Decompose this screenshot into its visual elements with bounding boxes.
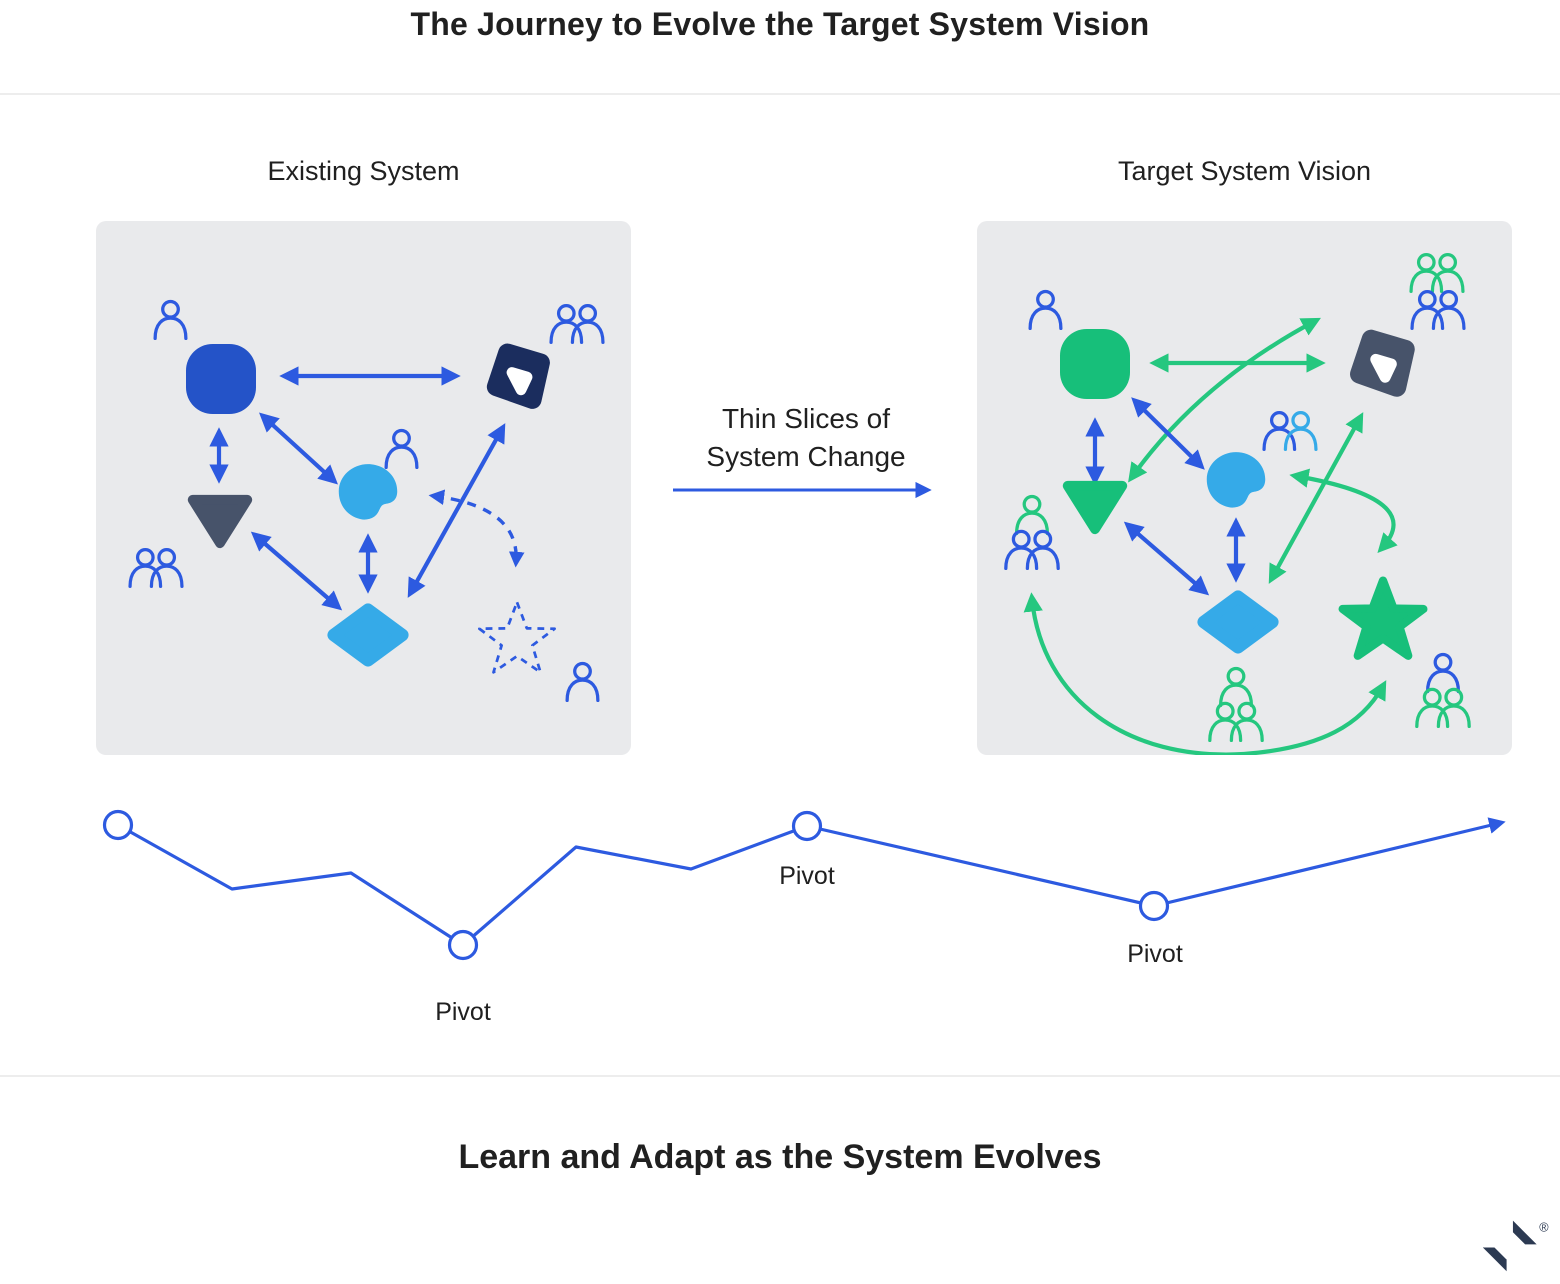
blob-shape	[338, 464, 398, 520]
two-person-icon	[1262, 410, 1318, 451]
two-person-icon	[128, 547, 184, 588]
diamond-shape	[327, 603, 409, 667]
top-divider	[0, 93, 1560, 95]
double-arrow-triangle-diamond	[1123, 521, 1210, 596]
double-arrow-circle-blob	[259, 412, 338, 485]
target-system-label: Target System Vision	[1117, 156, 1372, 186]
timeline-start-node	[102, 809, 134, 841]
toptal-logo: ®	[1483, 1220, 1549, 1272]
target-system-panel	[977, 221, 1512, 755]
existing-system-panel	[96, 221, 631, 755]
pivot-node	[447, 929, 479, 961]
triangle-shape	[187, 494, 253, 549]
journey-timeline	[102, 809, 1506, 961]
green-curved-arrow-blob-star	[1289, 468, 1398, 553]
two-person-icon	[549, 303, 605, 344]
transition-line-1: Thin Slices of	[721, 403, 891, 434]
two-person-icon	[1410, 289, 1466, 330]
transition-line-2: System Change	[706, 441, 906, 472]
pivot-node	[791, 810, 823, 842]
transition-arrow	[673, 481, 932, 499]
transition-caption: Thin Slices of System Change	[656, 400, 956, 476]
green-curved-arrow-bottom	[1023, 592, 1387, 755]
double-arrow-circle-blob	[1131, 397, 1205, 470]
pick-shape	[486, 343, 550, 409]
diamond-shape	[1197, 590, 1279, 654]
footer-caption: Learn and Adapt as the System Evolves	[458, 1138, 1102, 1176]
person-icon	[565, 661, 600, 702]
existing-system-arrows	[209, 366, 525, 611]
timeline-zigzag-line	[117, 817, 1506, 947]
pivot-node	[1138, 890, 1170, 922]
three-person-icon	[1208, 666, 1264, 742]
dashed-star-shape	[478, 600, 556, 674]
pivot-label-3: Pivot	[1127, 940, 1183, 968]
three-person-icon	[1415, 652, 1471, 728]
three-person-icon	[1004, 494, 1060, 570]
pivot-label-1: Pivot	[435, 998, 491, 1026]
double-arrow-triangle-diamond	[250, 531, 343, 611]
person-icon	[153, 299, 188, 340]
rounded-circle-shape	[186, 344, 256, 414]
target-system-arrows	[1023, 317, 1398, 755]
existing-system-label: Existing System	[267, 156, 460, 186]
person-icon	[1028, 289, 1063, 330]
registered-mark: ®	[1539, 1221, 1549, 1235]
bottom-divider	[0, 1075, 1560, 1077]
triangle-shape	[1062, 480, 1128, 535]
rounded-circle-shape	[1060, 329, 1130, 399]
star-shape	[1338, 576, 1428, 660]
dashed-curved-arrow-blob-star	[428, 489, 525, 568]
page-title: The Journey to Evolve the Target System …	[410, 6, 1150, 42]
two-person-icon	[1409, 252, 1465, 293]
blob-shape	[1206, 452, 1266, 508]
pick-shape	[1350, 329, 1415, 397]
pivot-label-2: Pivot	[779, 862, 835, 890]
